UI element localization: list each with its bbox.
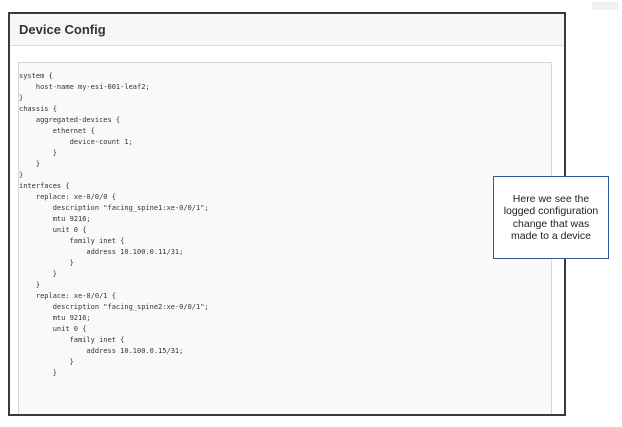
- config-line: }: [19, 270, 57, 278]
- config-line: }: [19, 171, 24, 179]
- config-line: }: [19, 281, 41, 289]
- config-line: system {: [19, 72, 53, 80]
- panel-title: Device Config: [19, 22, 106, 37]
- annotation-callout: Here we see the logged configuration cha…: [493, 176, 609, 259]
- config-line: interfaces {: [19, 182, 70, 190]
- config-line: address 10.100.0.15/31;: [19, 347, 184, 355]
- corner-decoration: [592, 2, 618, 10]
- config-line: }: [19, 149, 57, 157]
- config-viewer[interactable]: system { host-name my-esi-001-leaf2;} cha…: [18, 62, 552, 414]
- config-line: aggregated-devices {: [19, 116, 121, 124]
- panel-header: Device Config: [10, 14, 564, 46]
- config-line: description "facing_spine2:xe-0/0/1";: [19, 303, 209, 311]
- config-line: device-count 1;: [19, 138, 133, 146]
- config-line: description "facing_spine1:xe-0/0/1";: [19, 204, 209, 212]
- config-line: mtu 9216;: [19, 215, 91, 223]
- config-line: unit 0 {: [19, 325, 87, 333]
- config-line: address 10.100.0.11/31;: [19, 248, 184, 256]
- config-line: chassis {: [19, 105, 57, 113]
- config-line: }: [19, 358, 74, 366]
- config-code: system { host-name my-esi-001-leaf2;} cha…: [19, 63, 551, 379]
- config-line: }: [19, 259, 74, 267]
- config-line: replace: xe-0/0/0 {: [19, 193, 116, 201]
- callout-text: Here we see the logged configuration cha…: [503, 192, 599, 243]
- config-line: }: [19, 160, 41, 168]
- config-line: ethernet {: [19, 127, 95, 135]
- config-line: unit 0 {: [19, 226, 87, 234]
- config-line: family inet {: [19, 237, 125, 245]
- device-config-panel: Device Config system { host-name my-esi-…: [8, 12, 566, 416]
- config-line: host-name my-esi-001-leaf2;: [19, 83, 150, 91]
- config-line: replace: xe-0/0/1 {: [19, 292, 116, 300]
- config-line: family inet {: [19, 336, 125, 344]
- config-line: }: [19, 94, 24, 102]
- config-line: mtu 9216;: [19, 314, 91, 322]
- config-line: }: [19, 369, 57, 377]
